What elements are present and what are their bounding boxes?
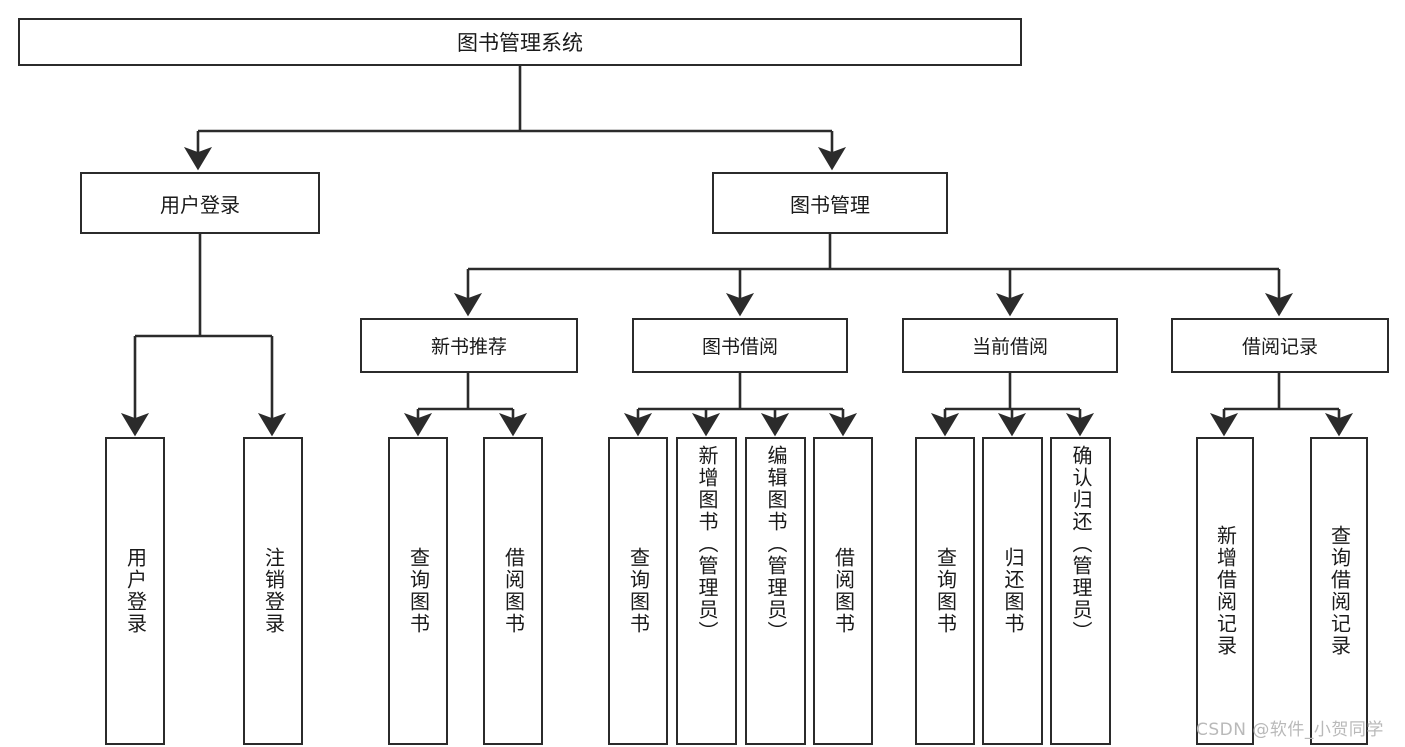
node-leaf-user-login-0[interactable]: 用户登录 bbox=[105, 437, 165, 745]
node-leaf-book-borrow-2[interactable]: 编辑图书（管理员） bbox=[745, 437, 806, 745]
node-book-management[interactable]: 图书管理 bbox=[712, 172, 948, 234]
node-leaf-label: 借阅图书 bbox=[831, 547, 856, 635]
leaf-inner: 确认归还（管理员） bbox=[1052, 439, 1109, 743]
node-current-borrow-label: 当前借阅 bbox=[971, 336, 1048, 358]
node-book-management-label: 图书管理 bbox=[790, 192, 870, 217]
node-leaf-label: 新增借阅记录 bbox=[1213, 525, 1238, 657]
node-leaf-user-login-1[interactable]: 注销登录 bbox=[243, 437, 303, 745]
node-leaf-borrow-record-1[interactable]: 查询借阅记录 bbox=[1310, 437, 1368, 745]
node-user-login-label: 用户登录 bbox=[160, 192, 240, 217]
node-leaf-label: 借阅图书 bbox=[501, 547, 526, 635]
leaf-inner: 查询图书 bbox=[390, 439, 446, 743]
node-leaf-label: 归还图书 bbox=[1001, 547, 1025, 635]
leaf-inner: 查询图书 bbox=[610, 439, 666, 743]
node-leaf-label: 查询图书 bbox=[933, 547, 958, 635]
node-new-book-recommend-label: 新书推荐 bbox=[430, 336, 507, 358]
node-book-borrow[interactable]: 图书借阅 bbox=[632, 318, 848, 373]
node-leaf-book-borrow-3[interactable]: 借阅图书 bbox=[813, 437, 873, 745]
node-leaf-new-book-recommend-0[interactable]: 查询图书 bbox=[388, 437, 448, 745]
node-user-login[interactable]: 用户登录 bbox=[80, 172, 320, 234]
node-leaf-current-borrow-1[interactable]: 归还图书 bbox=[982, 437, 1043, 745]
leaf-inner: 用户登录 bbox=[107, 439, 163, 743]
node-leaf-book-borrow-0[interactable]: 查询图书 bbox=[608, 437, 668, 745]
node-new-book-recommend[interactable]: 新书推荐 bbox=[360, 318, 578, 373]
leaf-inner: 新增借阅记录 bbox=[1198, 439, 1252, 743]
csdn-watermark: CSDN @软件_小贺同学 bbox=[1196, 720, 1384, 740]
node-leaf-borrow-record-0[interactable]: 新增借阅记录 bbox=[1196, 437, 1254, 745]
node-leaf-label: 新增图书（管理员） bbox=[695, 445, 719, 643]
node-leaf-book-borrow-1[interactable]: 新增图书（管理员） bbox=[676, 437, 737, 745]
leaf-inner: 查询图书 bbox=[917, 439, 973, 743]
node-leaf-label: 注销登录 bbox=[261, 547, 286, 635]
leaf-inner: 查询借阅记录 bbox=[1312, 439, 1366, 743]
node-root-label: 图书管理系统 bbox=[457, 31, 583, 55]
node-leaf-label: 查询借阅记录 bbox=[1327, 525, 1352, 657]
node-current-borrow[interactable]: 当前借阅 bbox=[902, 318, 1118, 373]
node-leaf-current-borrow-2[interactable]: 确认归还（管理员） bbox=[1050, 437, 1111, 745]
leaf-inner: 编辑图书（管理员） bbox=[747, 439, 804, 743]
leaf-inner: 归还图书 bbox=[984, 439, 1041, 743]
node-leaf-label: 确认归还（管理员） bbox=[1069, 445, 1093, 643]
leaf-inner: 新增图书（管理员） bbox=[678, 439, 735, 743]
node-leaf-label: 查询图书 bbox=[406, 547, 431, 635]
node-borrow-record[interactable]: 借阅记录 bbox=[1171, 318, 1389, 373]
node-leaf-new-book-recommend-1[interactable]: 借阅图书 bbox=[483, 437, 543, 745]
node-root-book-management-system[interactable]: 图书管理系统 bbox=[18, 18, 1022, 66]
node-leaf-label: 查询图书 bbox=[626, 547, 651, 635]
node-book-borrow-label: 图书借阅 bbox=[701, 336, 778, 358]
node-leaf-current-borrow-0[interactable]: 查询图书 bbox=[915, 437, 975, 745]
leaf-inner: 注销登录 bbox=[245, 439, 301, 743]
node-borrow-record-label: 借阅记录 bbox=[1241, 336, 1318, 358]
leaf-inner: 借阅图书 bbox=[815, 439, 871, 743]
leaf-inner: 借阅图书 bbox=[485, 439, 541, 743]
node-leaf-label: 编辑图书（管理员） bbox=[764, 445, 788, 643]
node-leaf-label: 用户登录 bbox=[123, 547, 148, 635]
